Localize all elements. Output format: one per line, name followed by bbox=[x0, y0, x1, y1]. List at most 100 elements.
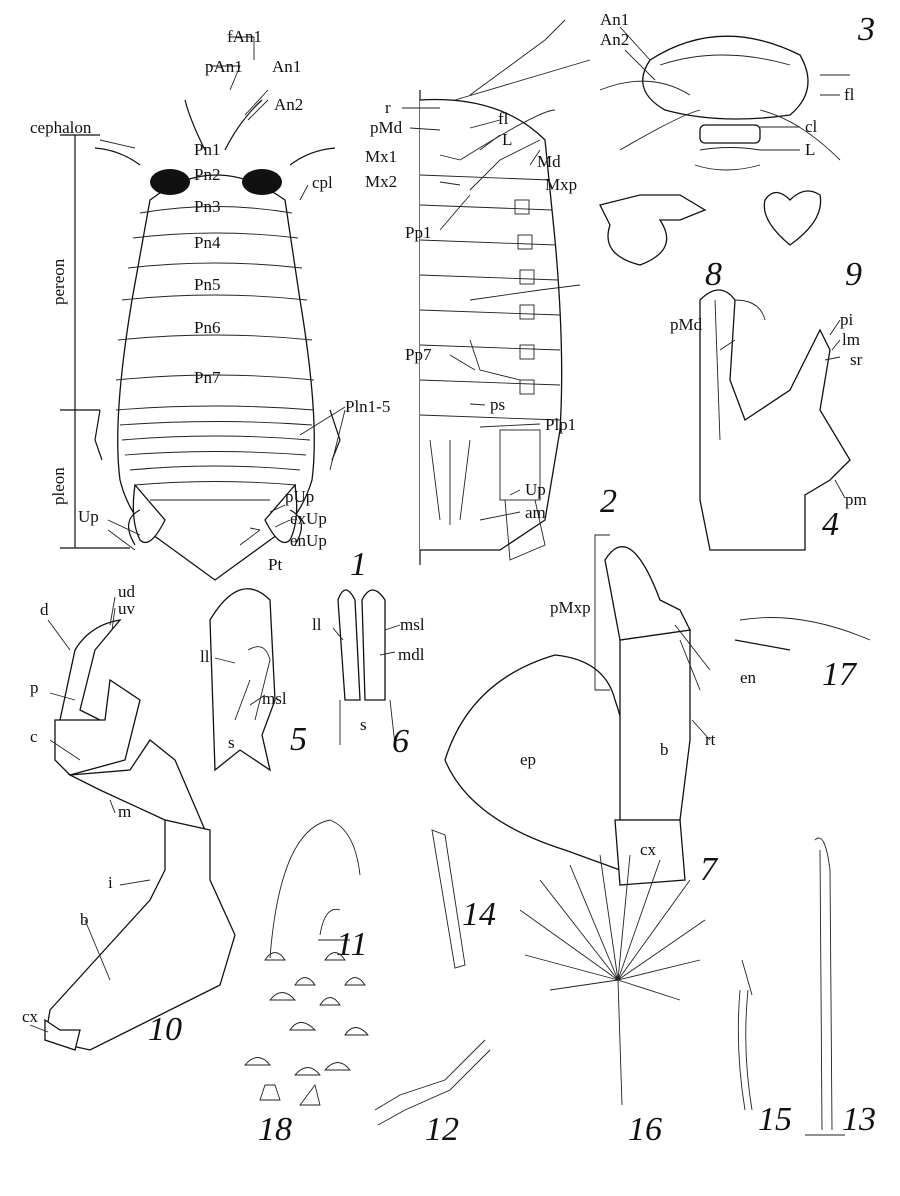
label-ll: ll bbox=[200, 647, 210, 666]
figure-number-12: 12 bbox=[425, 1111, 459, 1148]
label-pAn1: pAn1 bbox=[205, 57, 243, 76]
fig11-setae: 11 bbox=[269, 819, 367, 963]
label-r: r bbox=[385, 98, 391, 117]
label-L: L bbox=[502, 130, 512, 149]
label-ll: ll bbox=[312, 615, 322, 634]
figure-number-1: 1 bbox=[350, 546, 367, 583]
figure-number-8: 8 bbox=[705, 256, 722, 293]
fig7-maxilliped: pMxp en rt b ep cx 7 17 bbox=[444, 534, 871, 888]
label-Pln1-5: Pln1-5 bbox=[345, 397, 390, 416]
figure-number-9: 9 bbox=[845, 256, 862, 293]
label-Pt: Pt bbox=[268, 555, 282, 574]
fig16-plumose-seta: 16 bbox=[519, 854, 706, 1148]
label-enUp: enUp bbox=[290, 531, 327, 550]
figure-number-11: 11 bbox=[336, 926, 367, 963]
fig4-labels: pMd pi lm sr pm 4 bbox=[670, 310, 867, 543]
label-fAn1: fAn1 bbox=[227, 27, 262, 46]
label-Pn2: Pn2 bbox=[194, 165, 220, 184]
figure-number-2: 2 bbox=[600, 483, 617, 520]
label-lm: lm bbox=[842, 330, 860, 349]
label-L: L bbox=[805, 140, 815, 159]
figure-number-15: 15 bbox=[758, 1101, 792, 1138]
label-p: p bbox=[30, 678, 39, 697]
label-pi: pi bbox=[840, 310, 854, 329]
label-pUp: pUp bbox=[285, 487, 314, 506]
label-Up: Up bbox=[525, 480, 546, 499]
label-am: am bbox=[525, 503, 546, 522]
fig2-ventral-view bbox=[402, 19, 591, 565]
fig1-habitus bbox=[60, 36, 346, 581]
fig10-pereopod bbox=[29, 596, 236, 1051]
fig4-mandible bbox=[699, 289, 851, 551]
figure-number-18: 18 bbox=[258, 1111, 292, 1148]
label-Mx2: Mx2 bbox=[365, 172, 397, 191]
label-c: c bbox=[30, 727, 38, 746]
label-cephalon: cephalon bbox=[30, 118, 92, 137]
fig12-seta: 12 bbox=[374, 1039, 491, 1148]
figure-number-10: 10 bbox=[148, 1011, 182, 1048]
label-ep: ep bbox=[520, 750, 536, 769]
label-msl: msl bbox=[400, 615, 425, 634]
label-pMxp: pMxp bbox=[550, 598, 591, 617]
figure-number-7: 7 bbox=[700, 851, 719, 888]
label-Up: Up bbox=[78, 507, 99, 526]
label-s: s bbox=[228, 733, 235, 752]
label-cx: cx bbox=[640, 840, 657, 859]
figure-number-17: 17 bbox=[822, 656, 858, 693]
fig5-maxilla: ll msl s 5 bbox=[200, 588, 307, 772]
label-An1: An1 bbox=[272, 57, 301, 76]
figure-number-13: 13 bbox=[842, 1101, 876, 1138]
label-An1: An1 bbox=[600, 10, 629, 29]
label-mdl: mdl bbox=[398, 645, 425, 664]
label-s: s bbox=[360, 715, 367, 734]
label-ud: ud bbox=[118, 582, 136, 601]
label-en: en bbox=[740, 668, 757, 687]
label-i: i bbox=[108, 873, 113, 892]
label-d: d bbox=[40, 600, 49, 619]
fig3-head bbox=[599, 26, 850, 171]
figure-number-3: 3 bbox=[857, 11, 875, 48]
label-Plp1: Plp1 bbox=[545, 415, 576, 434]
figure-number-6: 6 bbox=[392, 723, 409, 760]
label-Pn7: Pn7 bbox=[194, 368, 221, 387]
label-Pn3: Pn3 bbox=[194, 197, 220, 216]
fig1-labels: fAn1 pAn1 An1 An2 cephalon Pn1 Pn2 Pn3 P… bbox=[30, 27, 390, 583]
figure-number-14: 14 bbox=[462, 896, 496, 933]
figure-number-4: 4 bbox=[822, 506, 839, 543]
label-msl: msl bbox=[262, 689, 287, 708]
label-exUp: exUp bbox=[290, 509, 327, 528]
label-Md: Md bbox=[537, 152, 561, 171]
label-uv: uv bbox=[118, 599, 136, 618]
label-An2: An2 bbox=[274, 95, 303, 114]
label-Pn5: Pn5 bbox=[194, 275, 220, 294]
label-m: m bbox=[118, 802, 131, 821]
fig15-seta: 15 bbox=[737, 959, 792, 1138]
figure-number-16: 16 bbox=[628, 1111, 662, 1148]
label-pm: pm bbox=[845, 490, 867, 509]
label-pleon: pleon bbox=[49, 467, 68, 505]
label-rt: rt bbox=[705, 730, 716, 749]
fig9-heart-structure: 9 bbox=[763, 190, 862, 293]
fig13-seta: 13 bbox=[805, 837, 876, 1138]
fig3-labels: An1 An2 fl cl L 3 bbox=[600, 10, 875, 159]
label-Mxp: Mxp bbox=[545, 175, 577, 194]
label-pMd: pMd bbox=[670, 315, 703, 334]
label-pMd: pMd bbox=[370, 118, 403, 137]
label-cx: cx bbox=[22, 1007, 39, 1026]
label-Pn4: Pn4 bbox=[194, 233, 221, 252]
label-sr: sr bbox=[850, 350, 863, 369]
label-An2: An2 bbox=[600, 30, 629, 49]
fig6-maxilla: ll msl mdl s 6 bbox=[312, 589, 425, 760]
label-cl: cl bbox=[805, 117, 818, 136]
label-Pp7: Pp7 bbox=[405, 345, 432, 364]
label-fl: fl bbox=[844, 85, 855, 104]
label-cpl: cpl bbox=[312, 173, 333, 192]
label-ps: ps bbox=[490, 395, 505, 414]
label-Mx1: Mx1 bbox=[365, 147, 397, 166]
fig10-labels: d ud uv p c m i b cx 10 bbox=[22, 582, 182, 1048]
label-Pp1: Pp1 bbox=[405, 223, 431, 242]
fig14-seta: 14 bbox=[431, 829, 496, 969]
label-pereon: pereon bbox=[49, 258, 68, 305]
fig2-labels: r pMd Mx1 Mx2 L fl Md Mxp Pp1 Pp7 ps Plp… bbox=[365, 98, 617, 522]
